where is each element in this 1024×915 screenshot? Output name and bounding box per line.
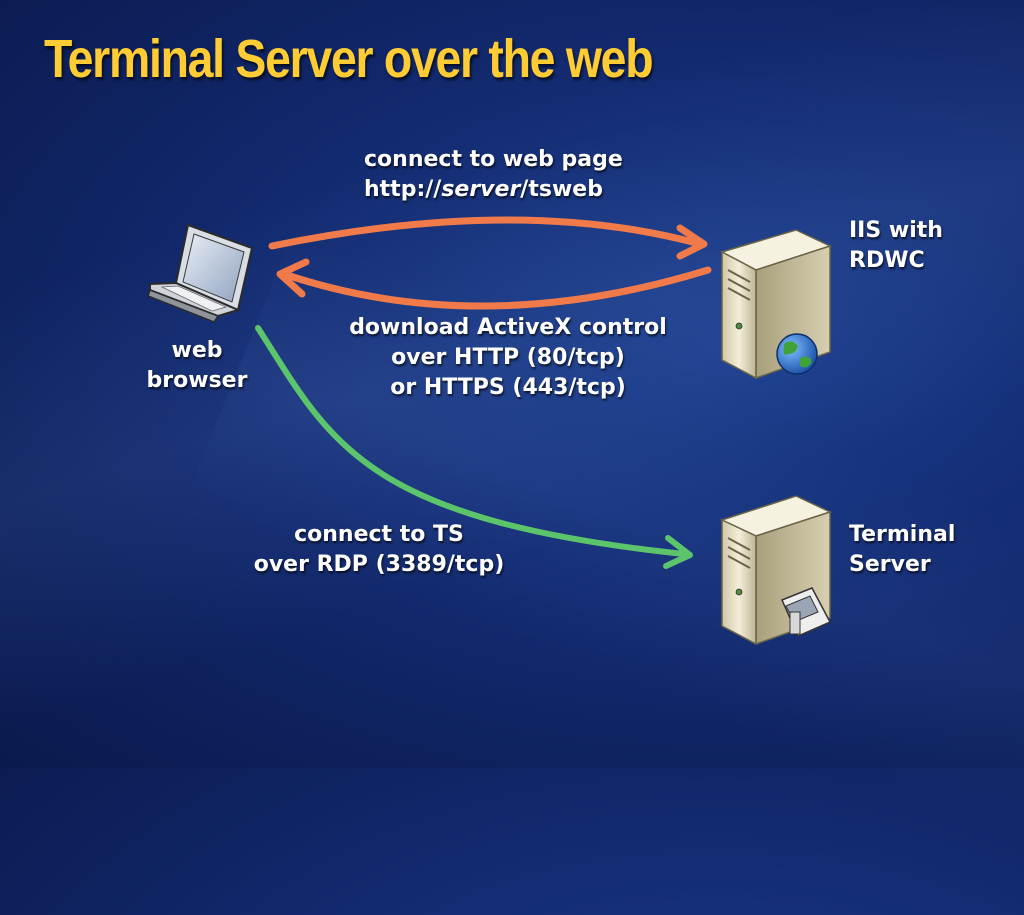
label-ts-line2: Server — [849, 552, 931, 577]
label-ts-line1: Terminal — [849, 522, 956, 547]
label-connect-web-url: http://server/tsweb — [364, 175, 623, 205]
globe-icon — [776, 333, 818, 375]
label-iis-line1: IIS with — [849, 218, 943, 243]
url-server: server — [441, 177, 521, 202]
label-web-browser-line1: web — [171, 338, 223, 363]
label-download-line2: over HTTP (80/tcp) — [391, 345, 625, 370]
label-iis-rdwc: IIS with RDWC — [849, 216, 943, 276]
remote-desktop-icon — [780, 587, 832, 637]
arrow-download-activex — [276, 258, 712, 310]
label-web-browser: web browser — [140, 336, 254, 396]
label-download-activex: download ActiveX control over HTTP (80/t… — [318, 313, 698, 403]
network-diagram — [147, 216, 833, 646]
label-web-browser-line2: browser — [146, 368, 248, 393]
slide-title: Terminal Server over the web — [44, 29, 654, 89]
url-prefix: http:// — [364, 177, 442, 202]
url-suffix: /tsweb — [520, 177, 603, 202]
label-terminal-server: Terminal Server — [849, 520, 955, 580]
laptop-icon — [147, 223, 254, 323]
label-connect-web-line1: connect to web page — [364, 147, 623, 172]
label-download-line1: download ActiveX control — [349, 315, 667, 340]
label-connect-ts-line1: connect to TS — [294, 522, 464, 547]
label-connect-web-page: connect to web page http://server/tsweb — [364, 145, 623, 205]
label-connect-ts: connect to TS over RDP (3389/tcp) — [234, 520, 524, 580]
label-connect-ts-line2: over RDP (3389/tcp) — [253, 552, 505, 577]
label-download-line3: or HTTPS (443/tcp) — [390, 375, 626, 400]
label-iis-line2: RDWC — [849, 248, 925, 273]
arrow-connect-web — [268, 216, 708, 260]
arrow-connect-ts — [255, 325, 693, 569]
